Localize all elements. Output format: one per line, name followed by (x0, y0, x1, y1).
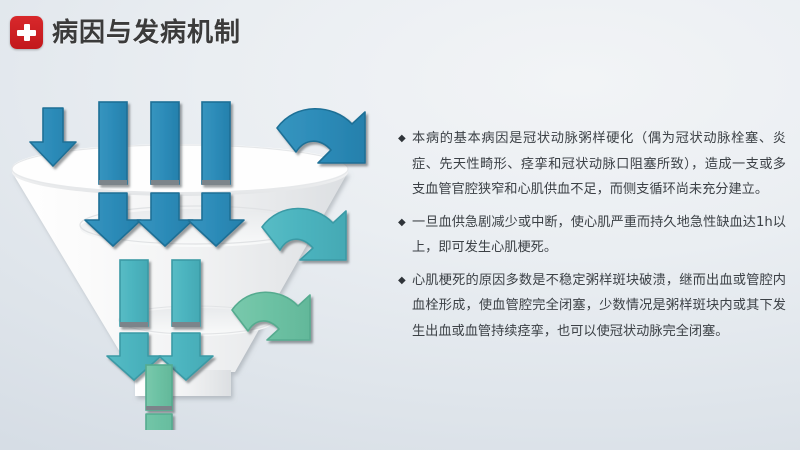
funnel-diagram (0, 80, 400, 430)
bullet-paragraph-3: ◆ 心肌梗死的原因多数是不稳定粥样斑块破溃，继而出血或管腔内血栓形成，使血管腔完… (398, 268, 786, 345)
content-body: ◆ 本病的基本病因是冠状动脉粥样硬化（偶为冠状动脉栓塞、炎症、先天性畸形、痉挛和… (398, 126, 786, 351)
side-arrow-green (231, 291, 311, 341)
paragraph-text: 一旦血供急剧减少或中断，使心肌严重而持久地急性缺血达1h以上，即可发生心肌梗死。 (412, 214, 786, 256)
down-arrow-blue-2 (84, 101, 142, 247)
bullet-paragraph-2: ◆ 一旦血供急剧减少或中断，使心肌严重而持久地急性缺血达1h以上，即可发生心肌梗… (398, 210, 786, 261)
paragraph-text: 本病的基本病因是冠状动脉粥样硬化（偶为冠状动脉栓塞、炎症、先天性畸形、痉挛和冠状… (412, 131, 786, 197)
down-arrow-blue-1 (29, 107, 77, 167)
down-arrow-green (145, 364, 173, 430)
bullet-marker: ◆ (398, 216, 406, 228)
slide-header: 病因与发病机制 (10, 16, 241, 49)
down-arrow-blue-3 (136, 101, 194, 247)
down-arrow-teal-long-1 (106, 259, 162, 381)
side-arrow-blue (276, 107, 366, 164)
funnel-graphic (11, 101, 366, 430)
bullet-paragraph-1: ◆ 本病的基本病因是冠状动脉粥样硬化（偶为冠状动脉栓塞、炎症、先天性畸形、痉挛和… (398, 126, 786, 203)
medical-cross-icon (10, 16, 43, 49)
down-arrow-teal-long-2 (158, 259, 214, 381)
bullet-marker: ◆ (398, 133, 406, 144)
page-title: 病因与发病机制 (52, 17, 242, 48)
paragraph-text: 心肌梗死的原因多数是不稳定粥样斑块破溃，继而出血或管腔内血栓形成，使血管腔完全闭… (412, 272, 786, 339)
down-arrow-blue-4 (187, 101, 245, 247)
funnel-rim-top (11, 144, 349, 196)
bullet-marker: ◆ (398, 274, 406, 286)
side-arrow-teal (261, 207, 347, 261)
